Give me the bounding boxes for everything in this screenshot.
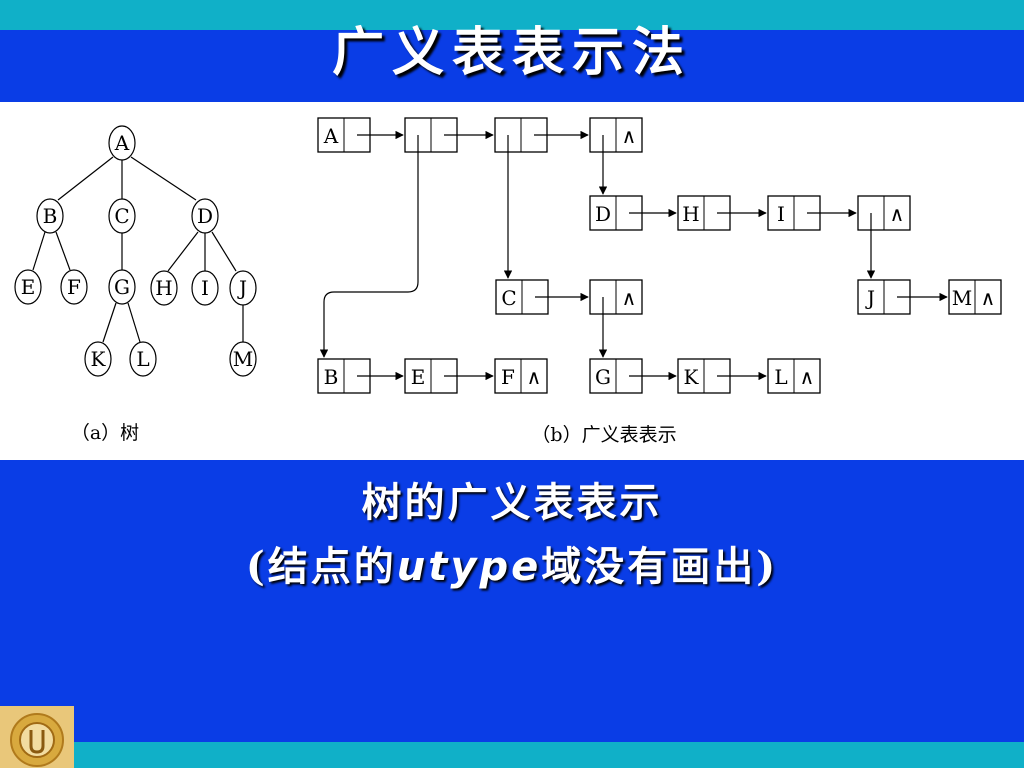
- svg-text:E: E: [411, 365, 426, 389]
- university-seal-icon: [0, 706, 74, 768]
- svg-text:F: F: [501, 365, 515, 389]
- svg-text:M: M: [952, 286, 972, 310]
- tree-node-m: M: [229, 341, 257, 377]
- svg-text:H: H: [155, 276, 172, 300]
- svg-text:∧: ∧: [527, 365, 542, 389]
- svg-text:∧: ∧: [800, 365, 815, 389]
- list-node-f: F∧: [494, 358, 548, 394]
- svg-text:M: M: [233, 347, 253, 371]
- svg-text:I: I: [201, 276, 209, 300]
- list-node-sub4: ∧: [857, 195, 911, 231]
- svg-text:∧: ∧: [622, 286, 637, 310]
- svg-text:F: F: [67, 275, 81, 299]
- svg-text:A: A: [323, 124, 339, 148]
- list-node-i: I: [767, 195, 821, 231]
- caption-line-1: 树的广义表表示: [361, 479, 663, 526]
- tree-and-list-diagram: A B C D E F G H I J K L M （a）树 A ∧ D H I…: [14, 117, 1002, 446]
- tree-node-f: F: [60, 269, 88, 305]
- top-stripe: [0, 0, 1024, 30]
- svg-text:∧: ∧: [890, 202, 905, 226]
- svg-text:E: E: [21, 275, 36, 299]
- svg-text:I: I: [777, 202, 785, 226]
- list-node-m: M∧: [948, 279, 1002, 315]
- caption-line-2-em: utype: [396, 544, 542, 590]
- tree-edges: [32, 156, 244, 343]
- list-node-a: A: [317, 117, 371, 153]
- tree-node-h: H: [150, 270, 178, 306]
- tree-node-l: L: [129, 341, 157, 377]
- list-nodes: A ∧ D H I ∧ C ∧ J M∧ B E F∧ G K L∧: [317, 117, 1002, 394]
- tree-node-a: A: [108, 125, 136, 161]
- list-node-l: L∧: [767, 358, 821, 394]
- tree-node-g: G: [108, 269, 136, 305]
- tree-node-e: E: [14, 269, 42, 305]
- figure-b-caption: （b）广义表表示: [531, 424, 676, 446]
- svg-text:J: J: [865, 286, 875, 310]
- svg-text:G: G: [595, 365, 611, 389]
- svg-text:∧: ∧: [981, 286, 996, 310]
- tree-node-d: D: [191, 198, 219, 234]
- slide-title: 广义表表示法: [331, 22, 692, 83]
- svg-text:K: K: [91, 347, 107, 371]
- svg-text:D: D: [197, 204, 213, 228]
- tree-node-c: C: [108, 198, 136, 234]
- svg-text:L: L: [136, 347, 149, 371]
- tree-node-j: J: [229, 270, 257, 306]
- svg-text:B: B: [324, 365, 339, 389]
- svg-text:A: A: [114, 131, 130, 155]
- bottom-stripe: [0, 742, 1024, 768]
- list-pointers: [319, 130, 948, 381]
- tree-node-b: B: [36, 198, 64, 234]
- figure-a-caption: （a）树: [71, 422, 139, 444]
- svg-text:H: H: [682, 202, 699, 226]
- svg-text:K: K: [684, 365, 700, 389]
- caption-line-2-pre: (结点的: [245, 543, 397, 590]
- tree-node-i: I: [191, 270, 219, 306]
- svg-text:J: J: [237, 276, 247, 300]
- svg-text:C: C: [114, 204, 129, 228]
- svg-text:C: C: [501, 286, 516, 310]
- caption-line-2: (结点的utype域没有画出): [0, 534, 1024, 592]
- tree-nodes: A B C D E F G H I J K L M: [14, 125, 257, 377]
- svg-text:G: G: [114, 275, 130, 299]
- caption-line-2-post: 域没有画出): [541, 543, 779, 590]
- tree-node-k: K: [84, 341, 112, 377]
- list-node-sub3: ∧: [589, 117, 643, 153]
- svg-text:L: L: [774, 365, 787, 389]
- svg-text:D: D: [595, 202, 611, 226]
- svg-text:B: B: [43, 204, 58, 228]
- list-node-sub5: ∧: [589, 279, 643, 315]
- figure-panel: A B C D E F G H I J K L M （a）树 A ∧ D H I…: [0, 102, 1024, 460]
- svg-text:∧: ∧: [622, 124, 637, 148]
